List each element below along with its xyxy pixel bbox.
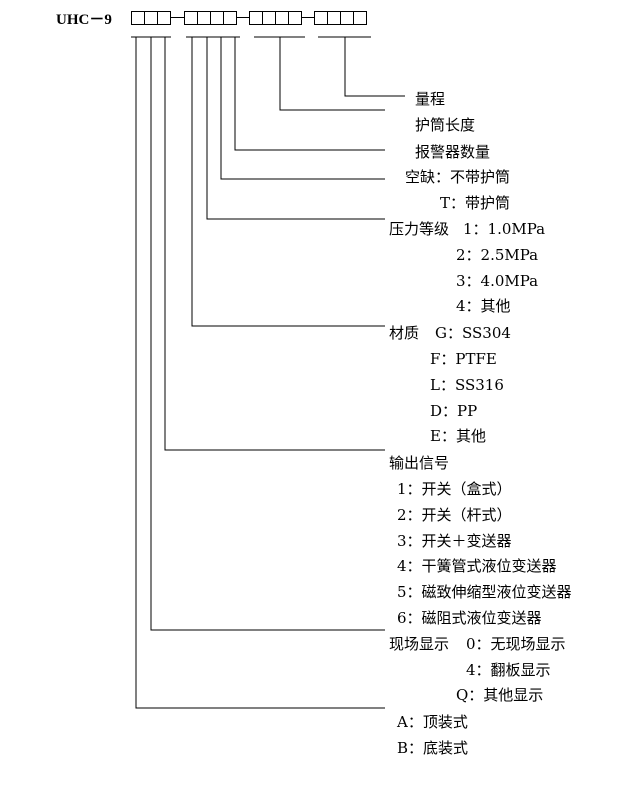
- leader-material: [191, 37, 385, 327]
- leader-sleeve: [220, 37, 385, 180]
- output-option: 2：开关（杆式）: [397, 506, 512, 524]
- code-box: [184, 11, 198, 25]
- material-option: E：其他: [430, 427, 486, 445]
- material-option: F：PTFE: [430, 350, 497, 368]
- display-option: 0：无现场显示: [466, 635, 566, 653]
- code-box: [157, 11, 171, 25]
- leader-output: [164, 37, 385, 451]
- output-option: 6：磁阻式液位变送器: [397, 609, 542, 627]
- material-option: L：SS316: [430, 376, 504, 394]
- pressure-option: 3：4.0MPa: [456, 272, 538, 290]
- mounting-option: B：底装式: [397, 739, 468, 757]
- leader-range: [344, 37, 405, 97]
- model-prefix: UHC－9: [56, 12, 112, 28]
- alarm-count-label: 报警器数量: [415, 143, 490, 161]
- code-box: [327, 11, 341, 25]
- code-box: [314, 11, 328, 25]
- code-boxes: [131, 11, 367, 25]
- sleeve-option: 空缺：不带护筒: [405, 168, 510, 186]
- display-option: 4：翻板显示: [466, 661, 551, 679]
- mounting-option: A：顶装式: [396, 713, 468, 731]
- sleeve-option: T：带护筒: [440, 194, 510, 212]
- leader-alarm-count: [234, 37, 385, 151]
- range-label: 量程: [415, 90, 445, 108]
- display-title: 现场显示: [389, 635, 449, 653]
- output-title: 输出信号: [389, 454, 449, 472]
- output-option: 5：磁致伸缩型液位变送器: [397, 583, 572, 601]
- code-box: [353, 11, 367, 25]
- output-option: 4：干簧管式液位变送器: [397, 557, 557, 575]
- output-option: 1：开关（盒式）: [397, 480, 512, 498]
- leader-pressure: [206, 37, 385, 220]
- code-box: [223, 11, 237, 25]
- code-box: [249, 11, 263, 25]
- leader-lines: [135, 37, 405, 709]
- code-box: [275, 11, 289, 25]
- pressure-title: 压力等级: [389, 220, 449, 238]
- pressure-option: 1：1.0MPa: [463, 220, 545, 238]
- code-box: [210, 11, 224, 25]
- material-option: G：SS304: [435, 324, 511, 342]
- leader-mounting: [135, 37, 385, 709]
- code-box: [340, 11, 354, 25]
- material-option: D：PP: [430, 402, 477, 420]
- code-box: [197, 11, 211, 25]
- field-labels: 量程 护筒长度 报警器数量 空缺：不带护筒 T：带护筒 压力等级 1：1.0MP…: [389, 90, 572, 757]
- code-box: [144, 11, 158, 25]
- code-box: [262, 11, 276, 25]
- display-option: Q：其他显示: [456, 686, 543, 704]
- sleeve-length-label: 护筒长度: [415, 116, 475, 134]
- material-title: 材质: [389, 324, 419, 342]
- leader-sleeve-length: [279, 37, 385, 111]
- leader-display: [150, 37, 385, 631]
- code-box: [131, 11, 145, 25]
- code-box: [288, 11, 302, 25]
- pressure-option: 4：其他: [456, 297, 511, 315]
- output-option: 3：开关＋变送器: [397, 532, 512, 550]
- pressure-option: 2：2.5MPa: [456, 246, 538, 264]
